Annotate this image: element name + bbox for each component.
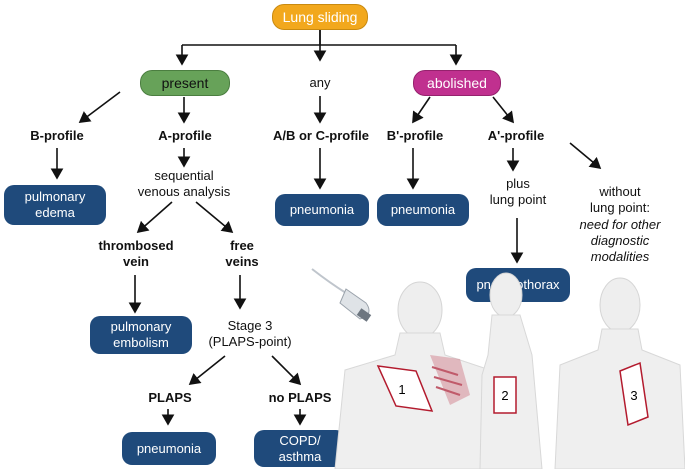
copd-asthma-box: COPD/asthma — [254, 430, 346, 467]
stage3-label: Stage 3(PLAPS-point) — [208, 318, 292, 350]
back-torso-figure — [554, 277, 685, 469]
point-2-marker — [493, 376, 517, 414]
any-label: any — [309, 75, 331, 90]
ultrasound-probe-icon — [311, 268, 372, 322]
pneumonia-abc-box: pneumonia — [275, 194, 369, 226]
side-torso-figure — [479, 272, 543, 469]
point-1-marker — [376, 365, 434, 412]
point-2-label: 2 — [501, 388, 508, 403]
pneumonia-bprime-box: pneumonia — [377, 194, 469, 226]
b-profile-label: B-profile — [30, 128, 84, 143]
point-3-marker — [619, 361, 649, 427]
anatomy-illustration: 1 2 3 — [311, 268, 685, 469]
abc-profile-label: A/B or C-profile — [272, 128, 370, 143]
plaps-label: PLAPS — [148, 390, 192, 405]
point-3-label: 3 — [630, 388, 637, 403]
abolished-node: abolished — [413, 70, 501, 96]
point-1-label: 1 — [398, 382, 405, 397]
a-profile-label: A-profile — [158, 128, 212, 143]
present-node: present — [140, 70, 230, 96]
aprime-profile-label: A'-profile — [487, 128, 545, 143]
pneumonia-plaps-box: pneumonia — [122, 432, 216, 465]
no-plaps-label: no PLAPS — [268, 390, 332, 405]
bprime-profile-label: B'-profile — [386, 128, 444, 143]
lung-sliding-node: Lung sliding — [272, 4, 368, 30]
